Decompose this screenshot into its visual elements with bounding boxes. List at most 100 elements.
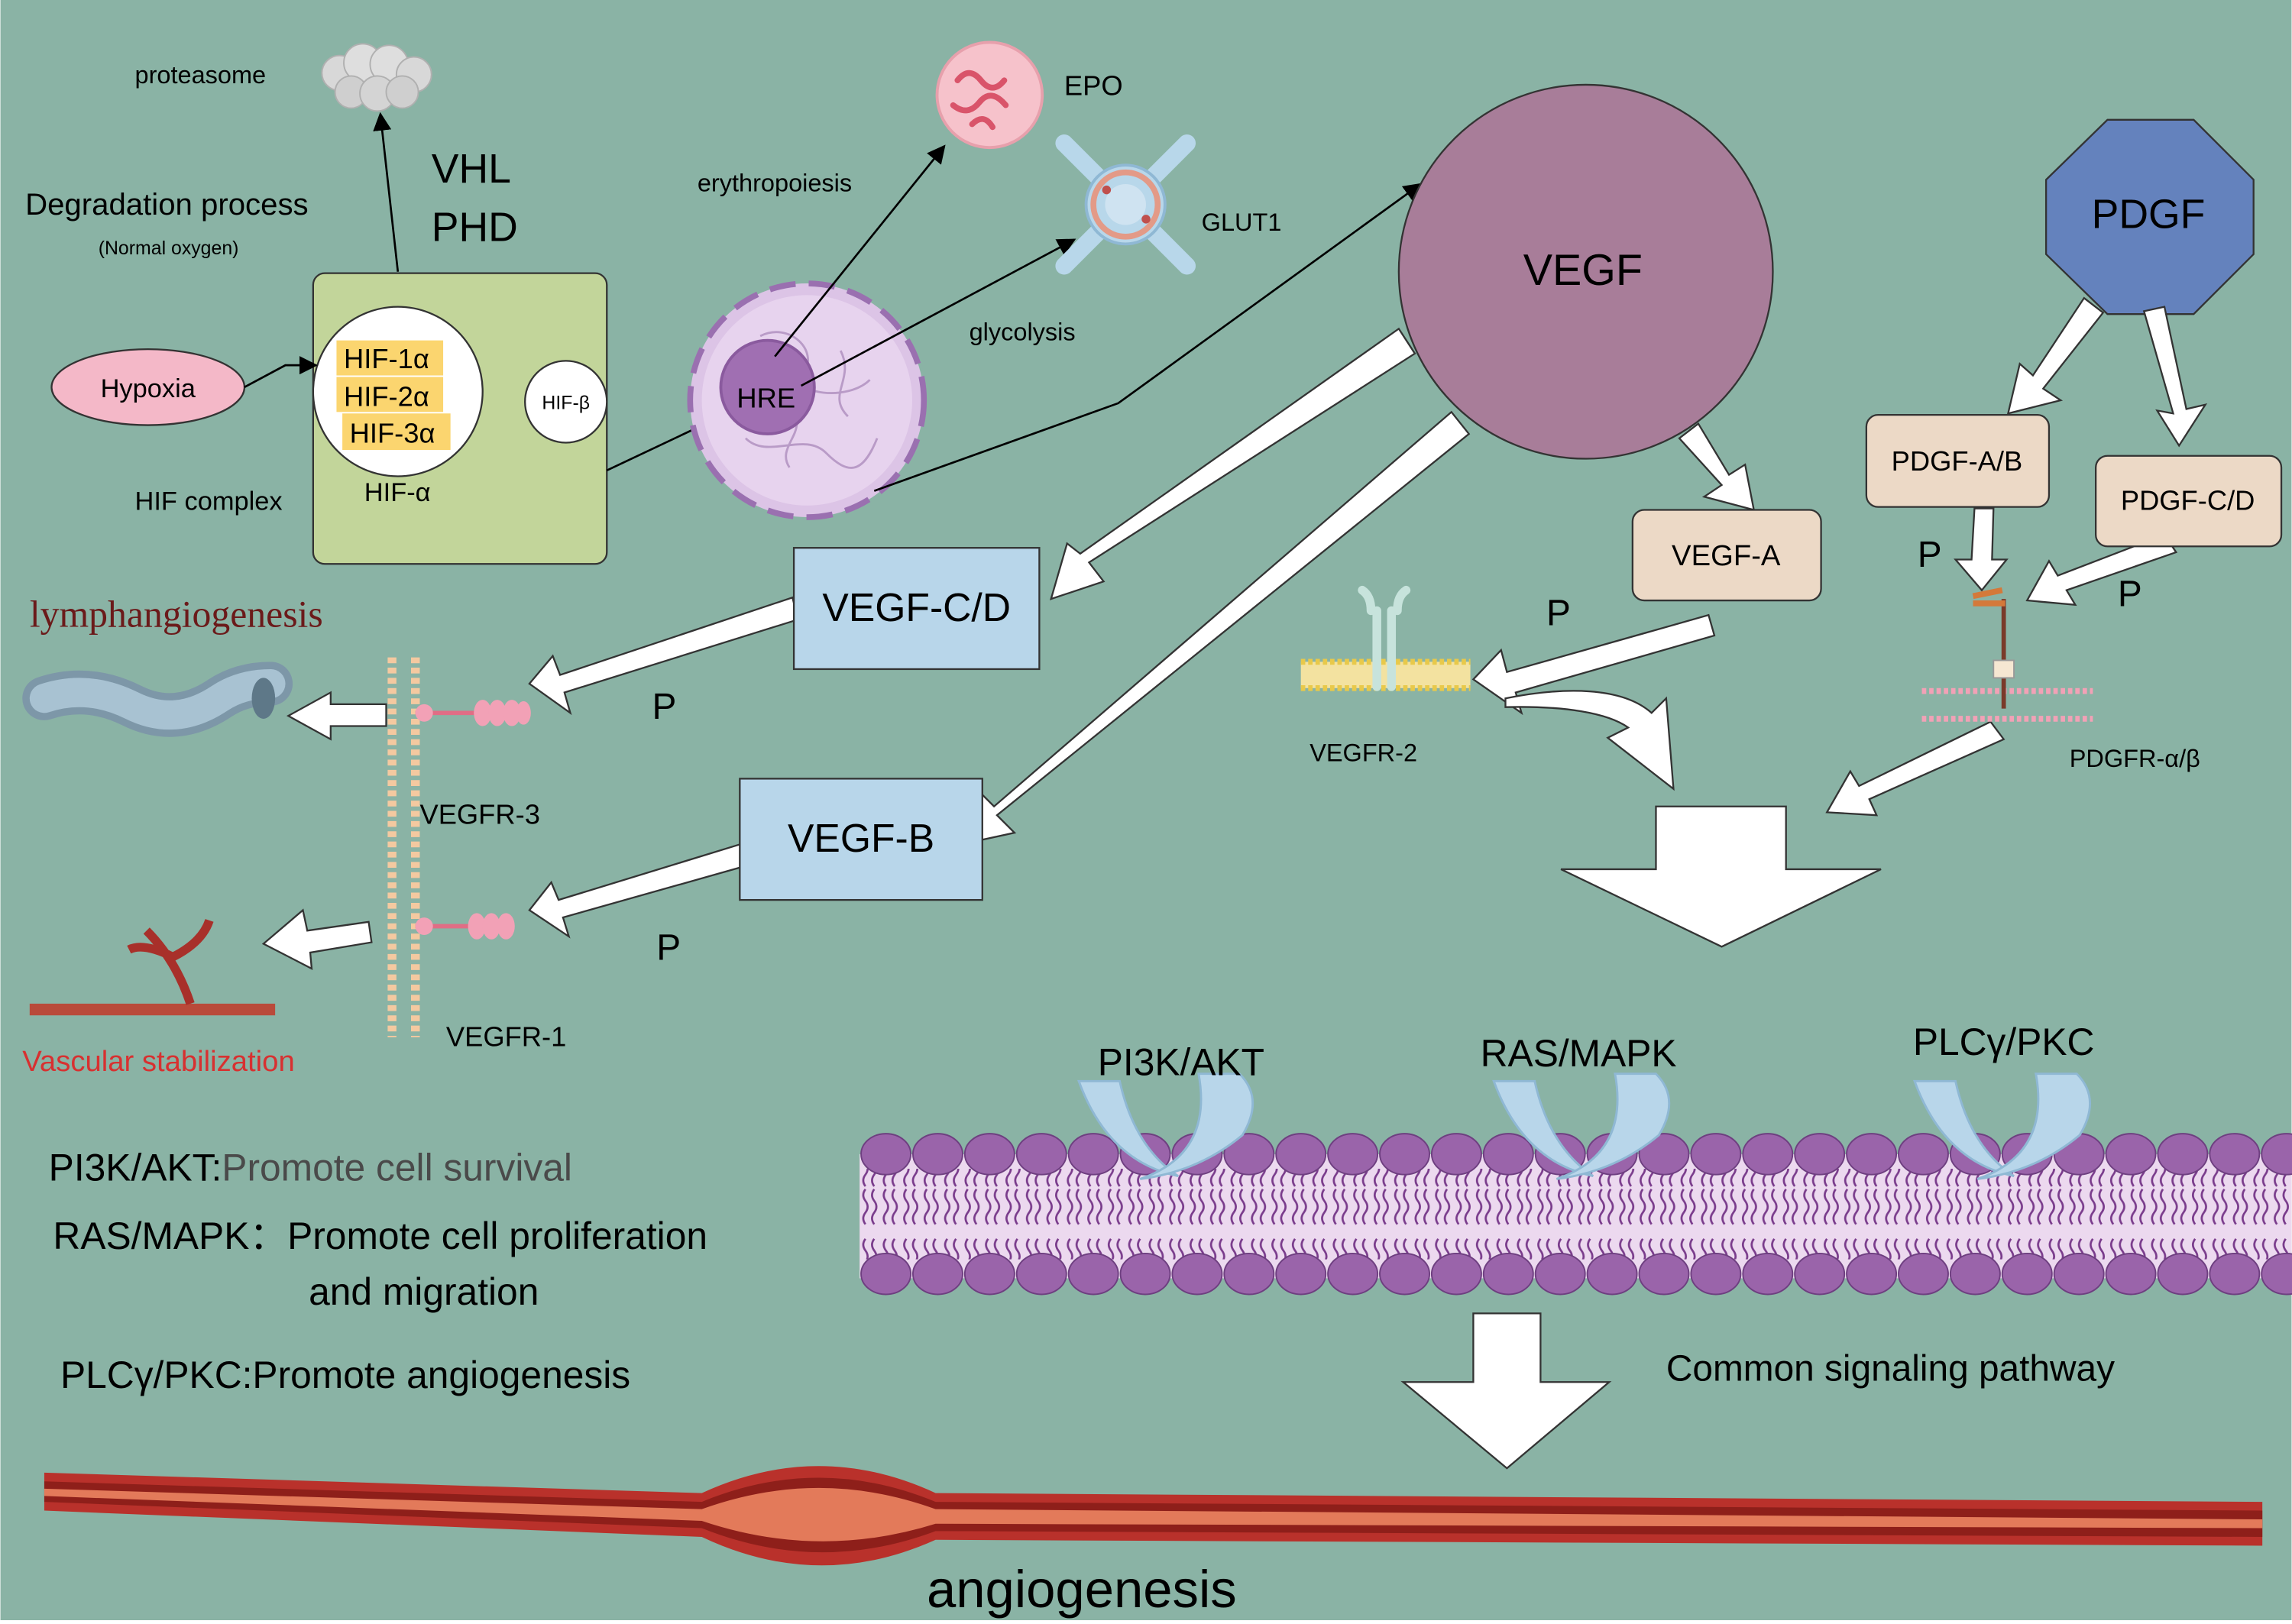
lymph-vessel-icon (22, 662, 293, 737)
membrane-head (1275, 1252, 1327, 1296)
p-label: P (656, 928, 681, 969)
pi3k-akt-label: PI3K/AKT (1098, 1041, 1264, 1084)
vegfa-to-vegfr2-arrow (1471, 613, 1716, 716)
angiogenesis-label: angiogenesis (927, 1560, 1237, 1619)
membrane-head (2105, 1252, 2157, 1296)
vascular-stabilization-label: Vascular stabilization (22, 1045, 294, 1078)
hre-to-epo-arrow (774, 144, 946, 357)
epo-label: EPO (1064, 70, 1123, 101)
degradation-arrow (373, 112, 400, 272)
hre-to-glut1-arrow (801, 238, 1076, 387)
hif-3a-label: HIF-3α (350, 417, 435, 448)
hre-label: HRE (736, 383, 795, 414)
pdgfr-to-pathway-arrow (1825, 720, 2006, 817)
pi3k-note-text: Promote cell survival (222, 1146, 572, 1189)
pdgf-octagon (2044, 118, 2255, 315)
glut1-label: GLUT1 (1202, 209, 1282, 236)
vegfcd-to-receptor-arrow (528, 596, 800, 716)
membrane-head (2261, 1133, 2292, 1176)
p-label: P (1918, 535, 1942, 575)
vegfr2-label: VEGFR-2 (1309, 739, 1417, 766)
ras-note-line2: and migration (309, 1270, 539, 1313)
vegf-a-box (1631, 509, 1822, 602)
angiogenesis-vessel-icon (44, 1466, 2263, 1566)
pdgf-cd-box (2094, 455, 2283, 548)
pi3k-note: PI3K/AKT:Promote cell survival (49, 1146, 572, 1189)
membrane-head (1638, 1133, 1690, 1176)
membrane-head (1534, 1252, 1586, 1296)
membrane-head (963, 1252, 1015, 1296)
membrane-head (1223, 1252, 1275, 1296)
glut1-icon (1055, 134, 1196, 275)
vegfr1-label: VEGFR-1 (446, 1021, 566, 1052)
pdgfr-receptor-icon (1921, 587, 2093, 722)
membrane-head (1379, 1133, 1430, 1176)
plcy-pkc-label: PLCγ/PKC (1913, 1021, 2095, 1063)
membrane-head (1482, 1133, 1534, 1176)
membrane-to-angiogenesis-arrow (1400, 1312, 1612, 1470)
vegf-cd-label: VEGF-C/D (822, 585, 1011, 629)
p-label: P (652, 687, 677, 727)
membrane-head (2105, 1133, 2157, 1176)
hypoxia-arrow (244, 356, 319, 389)
membrane-head (2001, 1252, 2053, 1296)
membrane-head (1015, 1252, 1067, 1296)
membrane-head (2157, 1252, 2209, 1296)
membrane-head (2209, 1133, 2261, 1176)
vessel-branch-icon (29, 918, 276, 1016)
hif-highlight (342, 413, 451, 451)
p-label: P (1546, 594, 1571, 634)
ras-note-line1: RAS/MAPK：Promote cell proliferation (53, 1215, 707, 1257)
normal-oxygen-label: (Normal oxygen) (99, 238, 239, 259)
cell-icon (687, 280, 927, 520)
hif-2a-label: HIF-2α (344, 381, 429, 412)
vegf-a-label: VEGF-A (1672, 539, 1781, 572)
pdgf-label: PDGF (2092, 192, 2206, 237)
membrane-head (1327, 1133, 1379, 1176)
hif-complex-label: HIF complex (135, 487, 283, 516)
vegfr1-receptor-icon (415, 913, 515, 940)
phd-label: PHD (432, 205, 518, 251)
pdgf-to-pdgfab-arrow (2006, 296, 2105, 415)
proteasome-icon (321, 43, 432, 112)
degradation-process-label: Degradation process (25, 187, 309, 222)
vegf-b-label: VEGF-B (788, 816, 934, 860)
vegf-label: VEGF (1523, 246, 1643, 295)
membrane-head (1119, 1252, 1171, 1296)
membrane-head (1846, 1252, 1898, 1296)
vegf-to-vegfb-arrow (959, 410, 1471, 846)
membrane-head (1742, 1133, 1794, 1176)
pdgf-ab-label: PDGF-A/B (1892, 445, 2023, 477)
membrane-head (1171, 1252, 1223, 1296)
vegf-to-vegfa-arrow (1678, 422, 1756, 512)
membrane-head (911, 1252, 963, 1296)
common-pathway-label: Common signaling pathway (1666, 1348, 2115, 1389)
hif-alpha-label: HIF-α (364, 478, 431, 507)
proteasome-label: proteasome (135, 61, 267, 89)
pdgfcd-to-receptor-arrow (2025, 533, 2178, 607)
hif-1a-label: HIF-1α (344, 343, 429, 374)
pathway-shield-icon (1076, 1072, 2091, 1180)
membrane-head (1379, 1252, 1430, 1296)
receptor-column (387, 657, 420, 1037)
p-label: P (2118, 574, 2142, 615)
membrane-head (911, 1133, 963, 1176)
membrane-head (860, 1133, 912, 1176)
pdgfr-label: PDGFR-α/β (2070, 745, 2200, 772)
epo-icon (935, 40, 1044, 150)
lymphangiogenesis-label: lymphangiogenesis (30, 593, 323, 635)
vegf-cd-box (792, 547, 1041, 671)
membrane-head (2209, 1252, 2261, 1296)
erythropoiesis-label: erythropoiesis (698, 170, 852, 197)
vegf-b-box (739, 778, 983, 901)
membrane-head (1430, 1133, 1482, 1176)
ras-mapk-label: RAS/MAPK (1481, 1032, 1677, 1075)
membrane-head (1015, 1133, 1067, 1176)
vegfr3-receptor-icon (415, 700, 531, 726)
vegfb-to-receptor-arrow (528, 843, 746, 939)
membrane-head (1482, 1252, 1534, 1296)
membrane-head (963, 1133, 1015, 1176)
membrane-head (1690, 1133, 1742, 1176)
